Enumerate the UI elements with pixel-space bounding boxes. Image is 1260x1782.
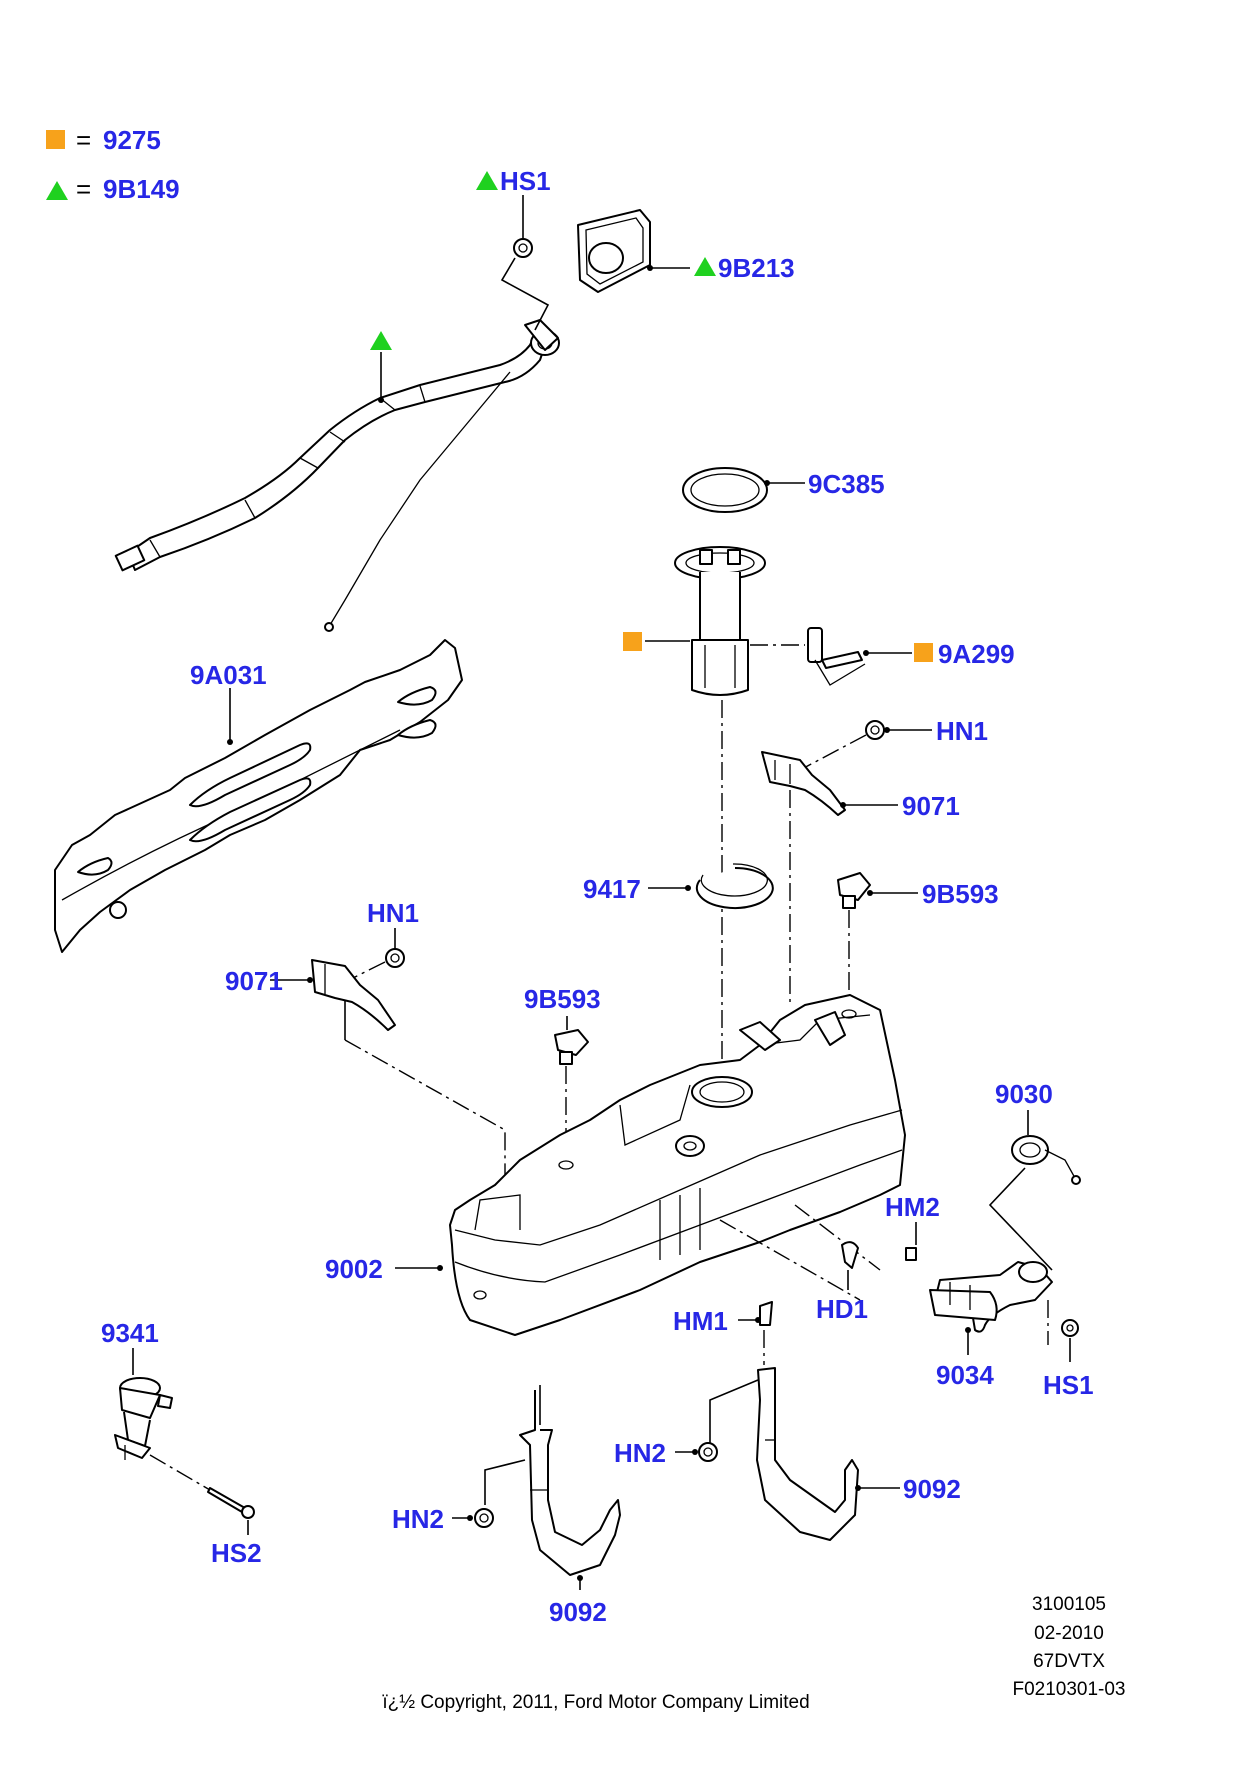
label-9092-right: 9092 xyxy=(903,1474,961,1504)
strap-9092-right: 9092 xyxy=(709,1367,961,1541)
label-9a031: 9A031 xyxy=(190,660,267,690)
hs1-top-screw: HS1 xyxy=(476,166,551,331)
bracket-9071-left: 9071 xyxy=(225,959,506,1205)
drawing-code-line: 02-2010 xyxy=(1034,1623,1104,1644)
drawing-code-line: 67DVTX xyxy=(1033,1651,1105,1672)
green-triangle-icon xyxy=(46,181,68,200)
label-hs2: HS2 xyxy=(211,1538,262,1568)
drawing-code-line: 3100105 xyxy=(1032,1594,1106,1615)
hm2-clip: HM2 xyxy=(885,1192,940,1261)
label-hm2: HM2 xyxy=(885,1192,940,1222)
hs1-bottom-screw: HS1 xyxy=(1043,1300,1094,1400)
hd1-clip: HD1 xyxy=(816,1241,868,1324)
label-hn2-left: HN2 xyxy=(392,1504,444,1534)
drawing-code-line: F0210301-03 xyxy=(1012,1679,1125,1700)
label-hn1-left: HN1 xyxy=(367,898,419,928)
hs2-bolt: HS2 xyxy=(207,1487,262,1568)
orange-square-icon xyxy=(623,632,642,651)
label-9071-left: 9071 xyxy=(225,966,283,996)
copyright-notice: ï¿½ Copyright, 2011, Ford Motor Company … xyxy=(382,1692,809,1713)
label-9034: 9034 xyxy=(936,1360,994,1390)
label-hn1-right: HN1 xyxy=(936,716,988,746)
hn1-right-nut: HN1 xyxy=(799,716,988,771)
label-9b213: 9B213 xyxy=(718,253,795,283)
label-9092-bottom: 9092 xyxy=(549,1597,607,1627)
orange-square-icon xyxy=(46,130,65,149)
label-hn2-mid: HN2 xyxy=(614,1438,666,1468)
label-9071-right: 9071 xyxy=(902,791,960,821)
green-triangle-icon xyxy=(694,257,716,276)
label-9b593-right: 9B593 xyxy=(922,879,999,909)
legend-square-value: 9275 xyxy=(103,125,161,155)
legend-equals: = xyxy=(76,125,91,155)
bracket-9071-right: 9071 xyxy=(761,751,960,1005)
seal-9417: 9417 xyxy=(583,863,774,909)
legend-equals-2: = xyxy=(76,174,91,204)
hn2-left-nut: HN2 xyxy=(392,1504,494,1534)
label-hs1-top: HS1 xyxy=(500,166,551,196)
fuel-filler-door: 9B213 xyxy=(577,209,795,293)
filler-cap-9030: 9030 xyxy=(988,1079,1081,1271)
green-triangle-icon xyxy=(476,171,498,190)
label-hm1: HM1 xyxy=(673,1306,728,1336)
label-9030: 9030 xyxy=(995,1079,1053,1109)
filler-pipe-assembly xyxy=(114,319,560,632)
legend: = 9275 = 9B149 xyxy=(46,125,180,204)
label-hd1: HD1 xyxy=(816,1294,868,1324)
label-9b593-center: 9B593 xyxy=(524,984,601,1014)
green-triangle-icon xyxy=(370,331,392,350)
valve-9b593-right: 9B593 xyxy=(837,872,999,1010)
label-9a299: 9A299 xyxy=(938,639,1015,669)
hn1-left-nut: HN1 xyxy=(344,898,419,983)
hm1-clip: HM1 xyxy=(673,1301,773,1365)
hoses-9034: 9034 xyxy=(929,1261,1053,1390)
strap-9092-bottom: 9092 xyxy=(484,1385,621,1627)
heat-shield-9a031: 9A031 xyxy=(54,639,463,953)
fuel-tank-9002: 9002 xyxy=(325,994,906,1336)
label-9417: 9417 xyxy=(583,874,641,904)
label-hs1-bottom: HS1 xyxy=(1043,1370,1094,1400)
label-9c385: 9C385 xyxy=(808,469,885,499)
label-9341: 9341 xyxy=(101,1318,159,1348)
label-9002: 9002 xyxy=(325,1254,383,1284)
canister-9341: 9341 xyxy=(101,1318,211,1491)
fuel-pump-module: 9A299 xyxy=(623,546,1015,696)
drawing-code-block: 3100105 02-2010 67DVTX F0210301-03 xyxy=(1012,1594,1125,1700)
lock-ring-9c385: 9C385 xyxy=(682,467,885,513)
orange-square-icon xyxy=(914,643,933,662)
legend-triangle-value: 9B149 xyxy=(103,174,180,204)
hn2-mid-nut: HN2 xyxy=(614,1438,718,1468)
